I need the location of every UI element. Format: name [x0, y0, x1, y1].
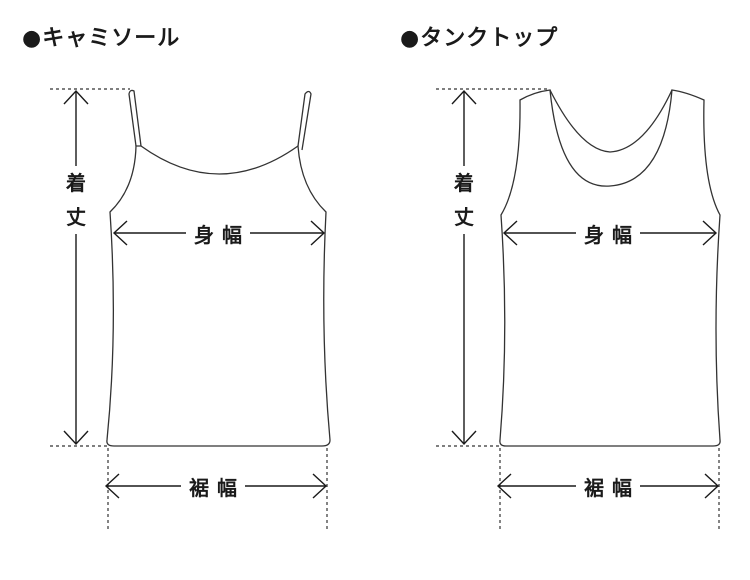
camisole-title: ●キャミソール: [22, 26, 181, 51]
tanktop-hem-label: 裾幅: [576, 472, 640, 501]
camisole-body-outline: [106, 144, 331, 447]
camisole-length-label-bottom: 丈: [62, 200, 90, 234]
camisole-left-strap: [128, 89, 142, 147]
tanktop-length-label-top: 着: [450, 166, 478, 200]
camisole-length-label-top: 着: [62, 166, 90, 200]
camisole-guides: [50, 88, 328, 532]
tanktop-guides: [436, 88, 720, 532]
camisole-hem-label: 裾幅: [181, 472, 245, 501]
tanktop-body-outline: [499, 89, 721, 447]
camisole-chest-label: 身幅: [186, 219, 250, 248]
tanktop-chest-label: 身幅: [576, 219, 640, 248]
camisole-length-arrow: [63, 89, 89, 446]
tanktop-length-arrow: [451, 89, 477, 446]
tanktop-length-label-bottom: 丈: [450, 200, 478, 234]
camisole-right-strap: [297, 90, 312, 151]
tanktop-illustration: [499, 89, 721, 447]
tanktop-back-neckline: [549, 89, 673, 153]
camisole-illustration: [106, 89, 331, 447]
tanktop-title: ●タンクトップ: [400, 26, 559, 51]
